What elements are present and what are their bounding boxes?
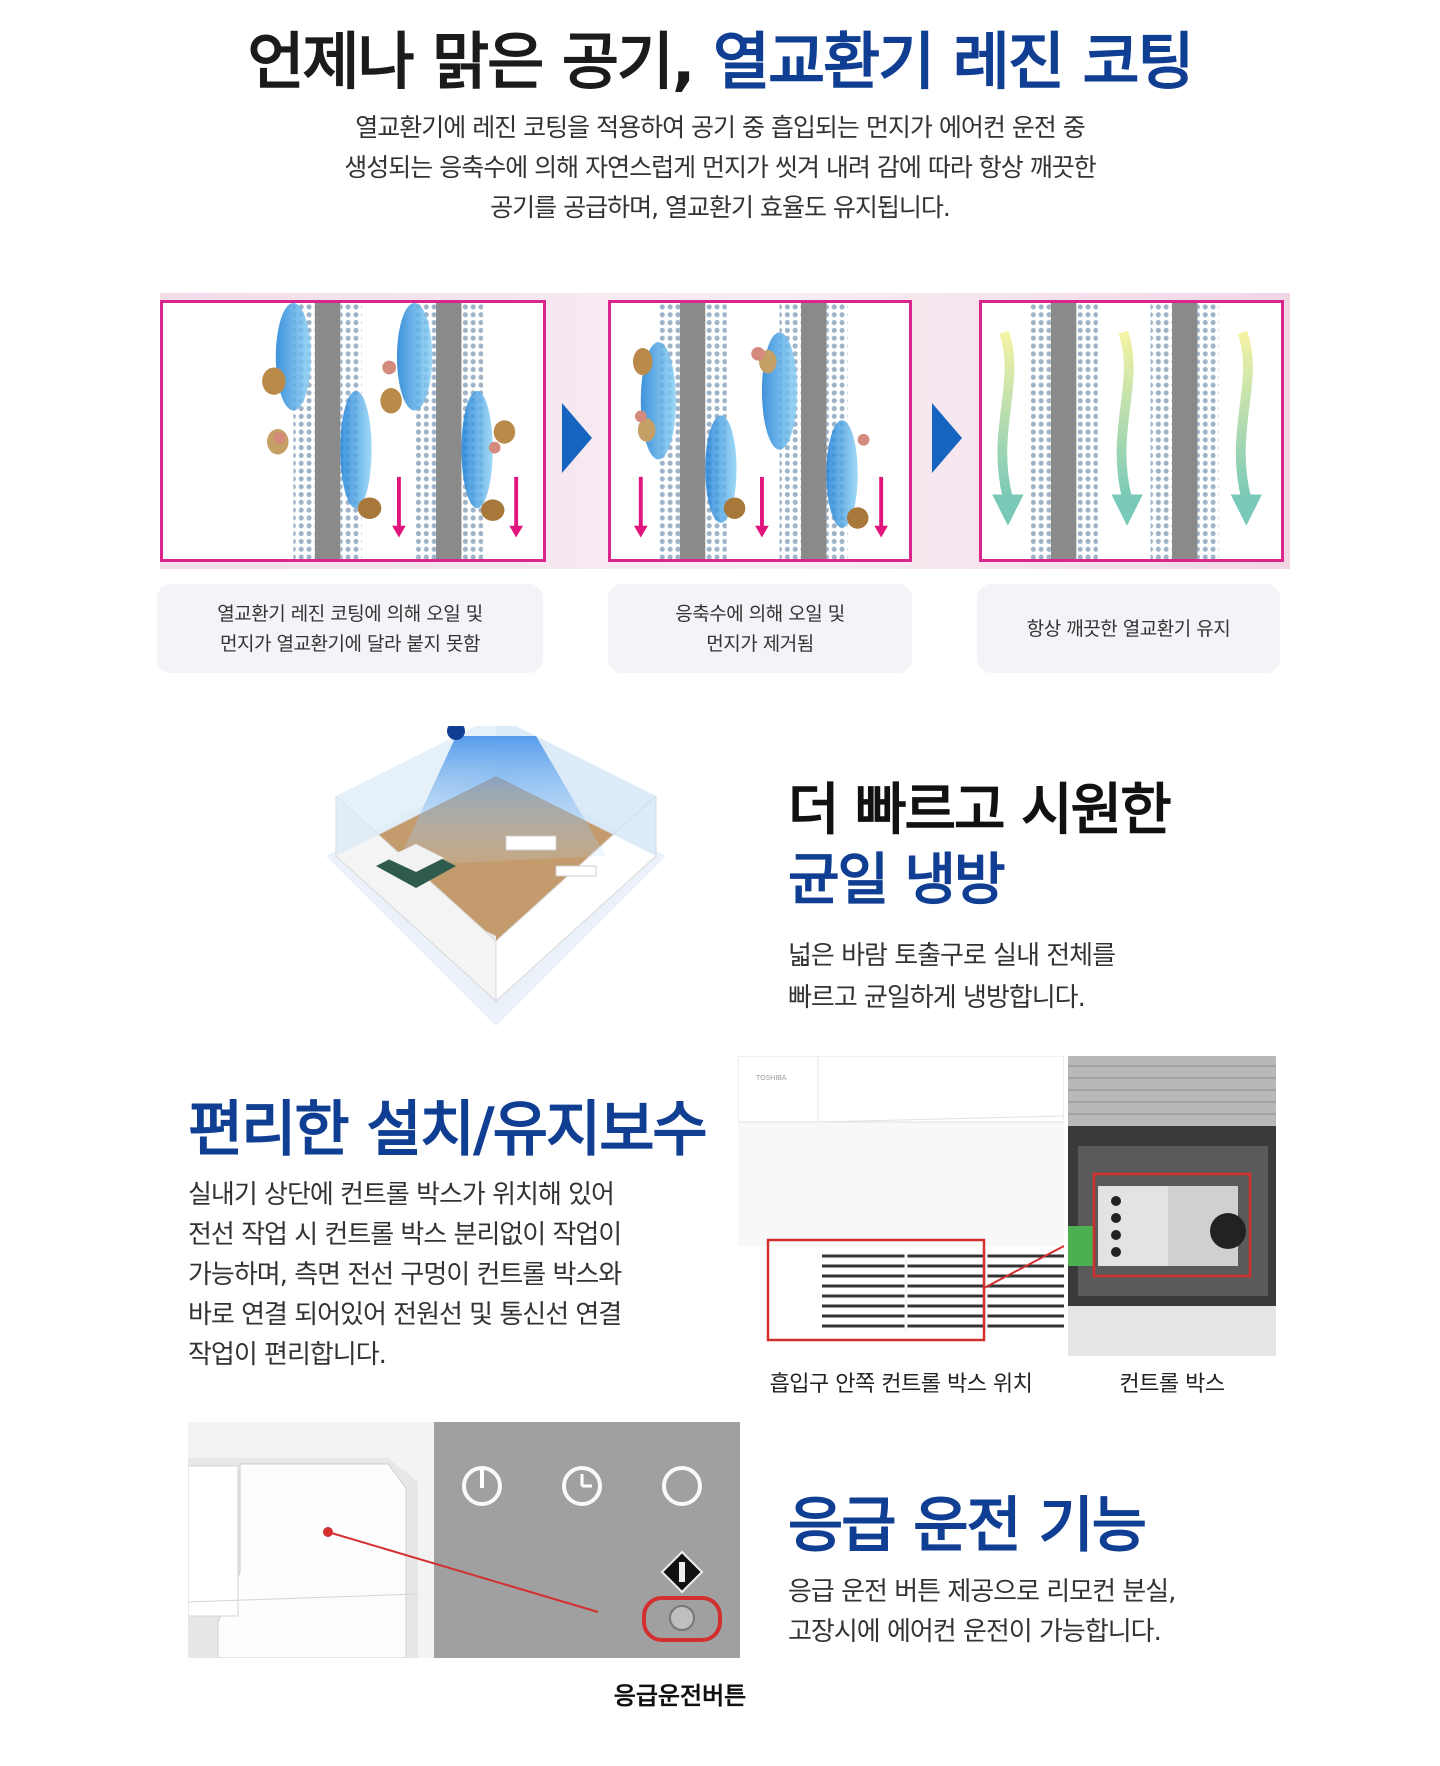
section1-description: 열교환기에 레진 코팅을 적용하여 공기 중 흡입되는 먼지가 에어컨 운전 중… xyxy=(0,108,1440,228)
germ-particle xyxy=(857,433,870,446)
section2-title-line1: 더 빠르고 시원한 xyxy=(788,778,1172,843)
section4-description: 응급 운전 버튼 제공으로 리모컨 분실, 고장시에 에어컨 운전이 가능합니다… xyxy=(788,1577,1176,1647)
stage-panel-2 xyxy=(608,300,912,562)
downflow-arrowhead xyxy=(509,525,524,538)
downflow-arrowhead xyxy=(633,525,648,538)
fin-plate xyxy=(801,303,827,559)
fin-plate xyxy=(1050,303,1077,559)
dirt-particle xyxy=(846,507,869,529)
highlight-box xyxy=(766,1238,986,1342)
emergency-button-photo xyxy=(434,1422,740,1658)
stage-1-illustration xyxy=(262,303,524,559)
clean-air-arrowhead xyxy=(992,494,1024,526)
downflow-arrowhead xyxy=(392,525,406,538)
section4-title: 응급 운전 기능 xyxy=(788,1491,1147,1561)
dirt-particle xyxy=(262,367,286,395)
section3-title: 편리한 설치/유지보수 xyxy=(188,1095,708,1165)
section3-description: 실내기 상단에 컨트롤 박스가 위치해 있어 전선 작업 시 컨트롤 박스 분리… xyxy=(188,1180,622,1370)
fin-plate xyxy=(679,303,706,559)
water-droplet xyxy=(340,390,372,509)
fin-dots xyxy=(1150,303,1173,559)
fin-plate xyxy=(1172,303,1198,559)
clean-air-flow xyxy=(997,330,1015,500)
control-box-caption: 컨트롤 박스 xyxy=(1119,1372,1225,1397)
room-cooling-illustration xyxy=(326,726,666,1026)
terminal-block xyxy=(1098,1186,1168,1266)
fin-plate xyxy=(314,303,341,559)
control-box-photo xyxy=(1068,1056,1276,1356)
water-droplet xyxy=(826,420,858,528)
emergency-button xyxy=(669,1605,695,1631)
power-icon xyxy=(462,1466,502,1506)
clean-air-flow xyxy=(1235,330,1253,500)
section2-description: 넓은 바람 토출구로 실내 전체를 빠르고 균일하게 냉방합니다. xyxy=(788,941,1116,1013)
dirt-particle xyxy=(723,497,746,519)
germ-particle xyxy=(634,410,647,423)
timer-icon xyxy=(562,1466,602,1506)
unit-brand-label: TOSHIBA xyxy=(756,1075,787,1082)
intake-grille xyxy=(822,1254,1064,1328)
stage-panel-3 xyxy=(979,300,1284,562)
section1-title-highlight: 열교환기 레진 코팅 xyxy=(713,25,1194,98)
stage-2-illustration xyxy=(632,303,888,559)
fin-dots xyxy=(1197,303,1219,559)
ceiling-ac-unit xyxy=(447,726,465,740)
intake-photo-caption: 흡입구 안쪽 컨트롤 박스 위치 xyxy=(769,1372,1033,1397)
unit-panel-photo xyxy=(188,1422,434,1658)
emergency-callout-line xyxy=(327,1531,599,1613)
stage-next-arrow-icon xyxy=(932,403,962,473)
section1-title-plain: 언제나 맑은 공기, xyxy=(247,25,714,98)
downflow-arrowhead xyxy=(755,525,769,538)
dirt-particle xyxy=(357,497,382,519)
dirt-particle xyxy=(632,347,653,376)
dirt-particle xyxy=(493,420,516,444)
cool-air-cone xyxy=(396,736,606,866)
stage-caption-3: 항상 깨끗한 열교환기 유지 xyxy=(977,584,1280,673)
section1-description-line: 열교환기에 레진 코팅을 적용하여 공기 중 흡입되는 먼지가 에어컨 운전 중 xyxy=(355,113,1085,142)
table xyxy=(555,865,597,877)
section1-description-line: 생성되는 응축수에 의해 자연스럽게 먼지가 씻겨 내려 감에 따라 항상 깨끗… xyxy=(344,153,1096,182)
section1-title: 언제나 맑은 공기, 열교환기 레진 코팅 xyxy=(0,22,1440,102)
germ-particle xyxy=(273,431,286,444)
clean-air-arrowhead xyxy=(1230,494,1262,526)
stage-3-illustration xyxy=(992,303,1262,559)
emergency-button-caption: 응급운전버튼 xyxy=(613,1682,747,1710)
section1-description-line: 공기를 공급하며, 열교환기 효율도 유지됩니다. xyxy=(490,193,951,222)
stage-caption-2: 응축수에 의해 오일 및 먼지가 제거됨 xyxy=(608,584,912,673)
downflow-arrowhead xyxy=(874,525,888,538)
stage-panel-1 xyxy=(160,300,546,562)
highlight-box xyxy=(1092,1172,1252,1278)
section2-title-line2: 균일 냉방 xyxy=(788,848,1006,913)
water-droplet xyxy=(705,415,737,523)
mode-icon xyxy=(662,1466,702,1506)
germ-particle xyxy=(382,360,396,375)
germ-particle xyxy=(751,346,765,361)
sofa xyxy=(505,835,557,851)
fin-plate xyxy=(436,303,462,559)
dirt-particle xyxy=(637,418,656,442)
germ-particle xyxy=(488,441,501,454)
stage-next-arrow-icon xyxy=(562,403,592,473)
clean-air-flow xyxy=(1116,330,1134,500)
water-droplet xyxy=(761,332,798,450)
fin-dots xyxy=(1076,303,1098,559)
highlight-box xyxy=(642,1596,722,1642)
dirt-particle xyxy=(380,388,402,414)
water-droplet xyxy=(275,303,311,411)
water-droplet xyxy=(461,390,493,509)
callout-line xyxy=(983,1245,1065,1289)
indoor-unit-photo: TOSHIBA xyxy=(737,1055,1065,1356)
water-droplet xyxy=(396,303,433,411)
dirt-particle xyxy=(481,499,505,521)
stage-caption-1: 열교환기 레진 코팅에 의해 오일 및 먼지가 열교환기에 달라 붙지 못함 xyxy=(157,584,543,673)
clean-air-arrowhead xyxy=(1111,494,1143,526)
fin-dots xyxy=(1029,303,1051,559)
